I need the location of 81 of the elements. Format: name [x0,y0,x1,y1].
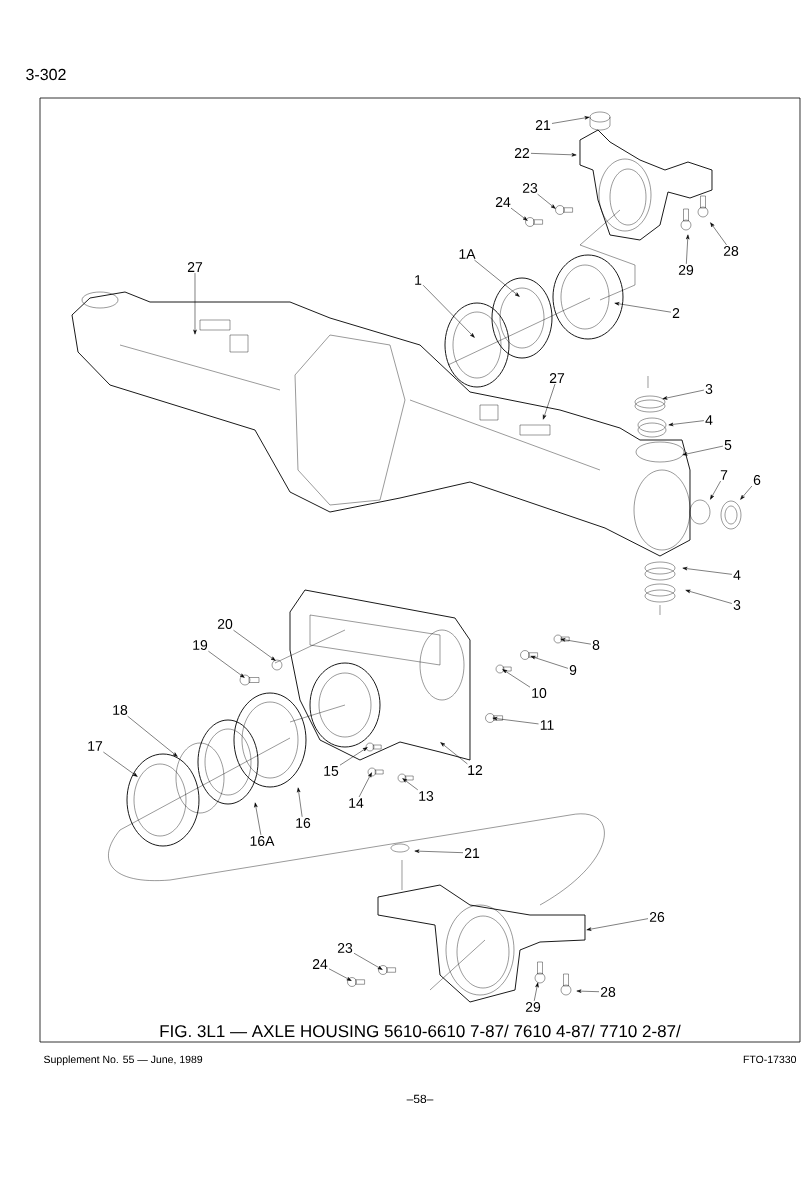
callout-number: 24 [312,959,328,969]
leader-line [662,389,705,400]
callout-number: 16A [250,836,275,846]
leader-line [492,716,539,725]
callout-number: 6 [753,475,761,485]
callout-number: 28 [723,246,739,256]
callout-number: 4 [705,415,713,425]
leader-line [328,968,352,981]
callout-number: 5 [724,440,732,450]
callout-number: 10 [532,688,547,698]
leader-line [534,982,539,1002]
leader-line [682,566,733,575]
leader-line [530,153,577,157]
callout-number: 1A [459,249,476,259]
leader-line [710,480,721,500]
callout-number: 11 [540,720,554,730]
leader-line [193,272,197,335]
callout-number: 22 [514,148,530,158]
callout-number: 21 [535,120,551,130]
leader-line [353,952,383,970]
leader-line [297,787,303,818]
leader-line [710,222,727,246]
leader-line [560,638,592,645]
leader-line [502,669,531,688]
callout-number: 8 [592,640,600,650]
leader-line [682,445,724,456]
leader-line [530,655,569,669]
callout-number: 2 [672,308,680,318]
callout-number: 16 [296,818,311,828]
callout-number: 29 [678,265,694,275]
leader-line [551,116,590,124]
callout-number: 26 [649,912,665,922]
figure-code: FTO-17330 [743,1055,797,1064]
callout-number: 29 [525,1002,541,1012]
leader-line [686,234,690,265]
callout-number: 20 [217,619,233,629]
leader-line [254,802,262,836]
callout-number: 9 [569,665,577,675]
leader-line [127,715,178,757]
callout-number: 14 [349,798,364,808]
callout-number: 3 [705,384,713,394]
page-number: 3-302 [26,68,66,81]
callout-number: 19 [193,640,208,650]
leader-line [586,918,649,931]
leader-line [740,485,753,500]
callout-number: 3 [733,600,741,610]
leader-line [510,207,528,221]
callout-number: 23 [337,943,353,953]
callout-number: 23 [522,183,538,193]
leader-line [208,650,245,678]
callout-number: 17 [88,741,103,751]
leader-line [576,989,600,993]
supplement-note: Supplement No. 55 — June, 1989 [44,1055,203,1066]
leader-line [339,747,368,766]
callout-number: 24 [495,197,511,207]
leader-line [537,193,556,209]
leader-line [440,742,468,765]
leader-line [233,629,276,661]
callout-number: 13 [419,791,434,801]
leader-line [414,849,464,853]
callout-number: 28 [600,987,616,997]
leader-line [103,751,138,777]
leader-line [474,259,520,297]
callout-number: 18 [113,705,128,715]
leader-line [358,772,372,798]
callout-number: 12 [468,765,483,775]
callout-number: 7 [720,470,728,480]
leader-line [402,778,419,791]
page-number: –58– [406,1094,434,1104]
callout-number: 27 [549,373,565,383]
callout-number: 21 [464,848,480,858]
leader-line [614,302,672,313]
callout-number: 4 [733,570,741,580]
callout-number: 1 [415,275,422,285]
callout-number: 15 [324,766,339,776]
figure-caption: FIG. 3L1 — AXLE HOUSING 5610-6610 7-87/ 7610 4-87/ 7710 2-87/ [160,1024,681,1038]
leader-line [685,589,733,604]
callout-number: 27 [187,262,203,272]
leader-line [422,284,475,338]
leader-line [543,383,556,420]
leader-line [668,420,705,427]
